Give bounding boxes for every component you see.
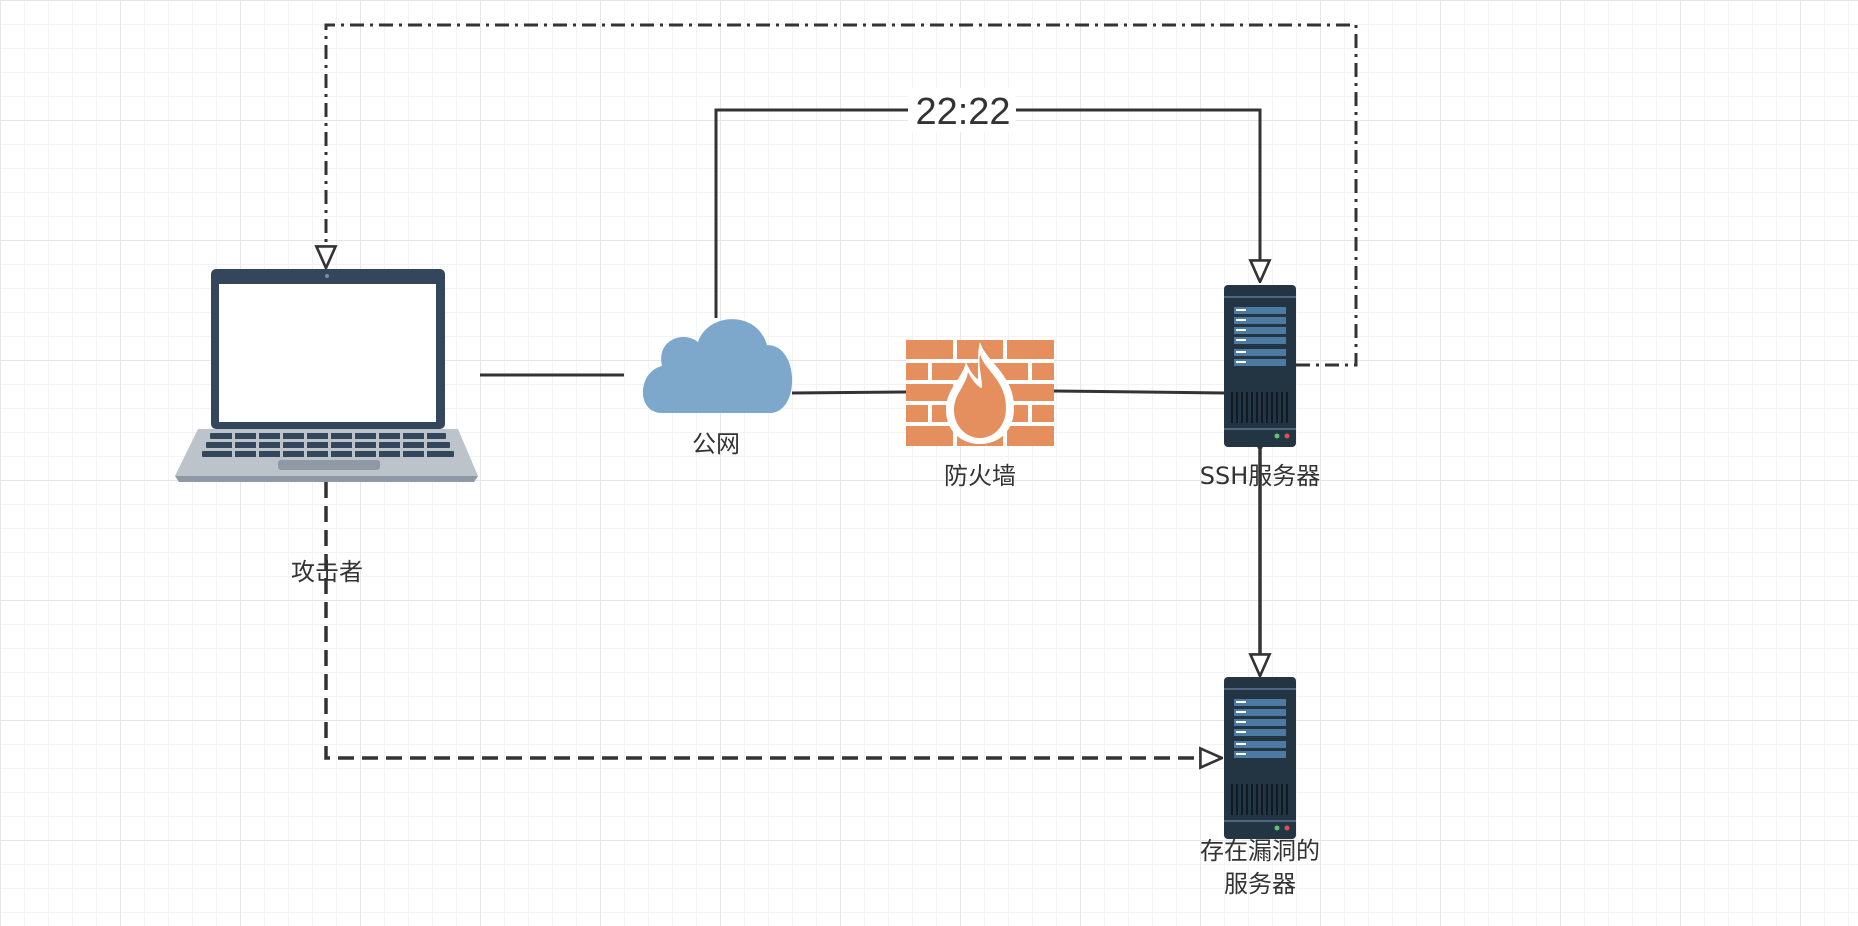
edge-attacker-vuln	[326, 482, 1222, 758]
ssh-server-label: SSH服务器	[1200, 462, 1321, 490]
cloud-icon	[642, 319, 793, 413]
laptop-icon	[175, 269, 478, 482]
edge-port-mapping	[714, 108, 1260, 318]
edge-ssh-to-attacker	[326, 23, 1358, 367]
firewall-label: 防火墙	[944, 462, 1016, 490]
vuln-server-label-line1: 存在漏洞的	[1200, 837, 1320, 865]
edges	[326, 23, 1358, 758]
port-mapping-label: 22:22	[915, 91, 1010, 133]
server-icon	[1224, 285, 1296, 447]
vulnerable-server-icon	[1224, 677, 1296, 839]
port-label-background	[908, 88, 1016, 132]
edge-firewall-ssh	[1053, 389, 1225, 395]
edge-internet-firewall	[791, 390, 907, 395]
vuln-server-label-line2: 服务器	[1224, 870, 1296, 898]
firewall-icon	[906, 340, 1054, 446]
internet-label: 公网	[692, 430, 740, 458]
attacker-label: 攻击者	[291, 558, 363, 586]
